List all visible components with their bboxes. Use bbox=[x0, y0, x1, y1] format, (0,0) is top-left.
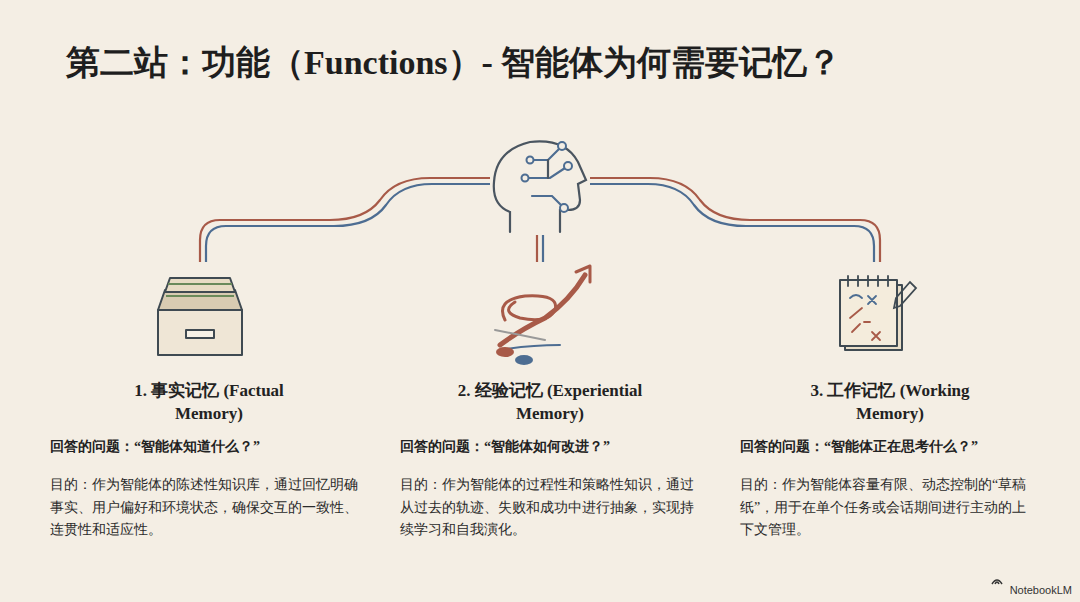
page-title: 第二站：功能（Functions）- 智能体为何需要记忆？ bbox=[66, 40, 841, 86]
purpose-text: 目的：作为智能体的过程性和策略性知识，通过从过去的轨迹、失败和成功中进行抽象，实… bbox=[400, 474, 700, 542]
memory-heading: 3. 工作记忆 (Working Memory) bbox=[795, 380, 985, 426]
purpose-text: 目的：作为智能体的陈述性知识库，通过回忆明确事实、用户偏好和环境状态，确保交互的… bbox=[50, 474, 368, 542]
question-text: 回答的问题：“智能体正在思考什么？” bbox=[740, 438, 1040, 456]
purpose-text: 目的：作为智能体容量有限、动态控制的“草稿纸”，用于在单个任务或会话期间进行主动… bbox=[740, 474, 1040, 542]
memory-column: 2. 经验记忆 (Experiential Memory) 回答的问题：“智能体如… bbox=[400, 380, 700, 542]
question-text: 回答的问题：“智能体知道什么？” bbox=[50, 438, 368, 456]
memory-column: 1. 事实记忆 (Factual Memory) 回答的问题：“智能体知道什么？”… bbox=[50, 380, 368, 542]
question-text: 回答的问题：“智能体如何改进？” bbox=[400, 438, 700, 456]
memory-column: 3. 工作记忆 (Working Memory) 回答的问题：“智能体正在思考什么… bbox=[740, 380, 1040, 542]
watermark: NotebookLM bbox=[1010, 584, 1072, 596]
memory-heading: 2. 经验记忆 (Experiential Memory) bbox=[455, 380, 645, 426]
memory-heading: 1. 事实记忆 (Factual Memory) bbox=[114, 380, 304, 426]
